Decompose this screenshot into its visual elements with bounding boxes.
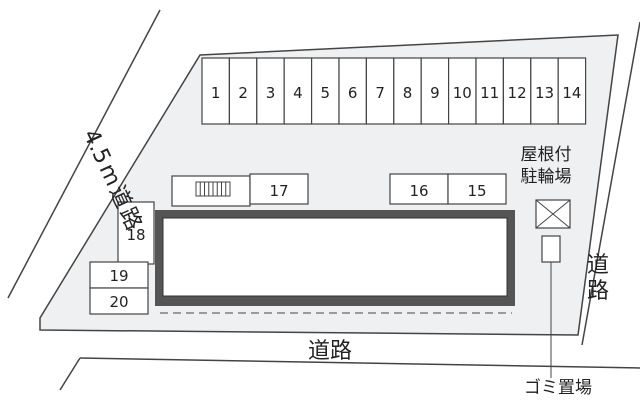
road-label-right-2: 路 xyxy=(587,279,609,304)
space-label-11: 11 xyxy=(480,84,499,102)
parking-space-14 xyxy=(557,57,587,125)
parking-space-12 xyxy=(502,57,532,125)
space-label-20: 20 xyxy=(109,293,128,311)
parking-space-19 xyxy=(89,261,149,289)
bottom-road-edge-left xyxy=(59,357,81,391)
parking-space-10 xyxy=(448,57,477,125)
space-label-4: 4 xyxy=(293,84,303,102)
bicycle-parking-cross-2 xyxy=(535,199,571,229)
parking-space-11 xyxy=(475,57,504,125)
space-label-15: 15 xyxy=(467,182,486,200)
space-label-3: 3 xyxy=(266,84,276,102)
garbage-box xyxy=(541,235,561,263)
parking-space-20 xyxy=(89,287,149,315)
parking-space-7 xyxy=(365,57,395,125)
garbage-label: ゴミ置場 xyxy=(524,377,592,398)
space-label-7: 7 xyxy=(375,84,385,102)
parking-space-17 xyxy=(249,173,309,205)
road-label-bottom: 道路 xyxy=(308,339,352,364)
space-label-10: 10 xyxy=(453,84,472,102)
space-label-14: 14 xyxy=(562,84,581,102)
space-label-8: 8 xyxy=(403,84,413,102)
bottom-road-edge xyxy=(79,357,640,369)
parking-space-3 xyxy=(256,57,285,125)
space-label-2: 2 xyxy=(238,84,248,102)
road-label-right-1: 道 xyxy=(587,253,609,278)
bicycle-parking-label-1: 屋根付 xyxy=(521,145,572,165)
building-inner xyxy=(162,217,508,297)
space-label-6: 6 xyxy=(348,84,358,102)
space-label-13: 13 xyxy=(535,84,554,102)
parking-space-18 xyxy=(117,201,155,265)
right-road-edge xyxy=(581,21,640,346)
parking-space-5 xyxy=(311,57,340,125)
space-label-5: 5 xyxy=(321,84,331,102)
space-label-1: 1 xyxy=(211,84,221,102)
parking-space-1 xyxy=(201,57,230,125)
space-label-19: 19 xyxy=(109,267,128,285)
space-label-18: 18 xyxy=(126,226,145,244)
space-label-9: 9 xyxy=(430,84,440,102)
space-label-12: 12 xyxy=(508,84,527,102)
parking-space-15 xyxy=(447,173,507,205)
left-road-edge-outer xyxy=(7,9,161,299)
space-label-17: 17 xyxy=(269,182,288,200)
stairs-icon xyxy=(195,181,231,197)
bicycle-parking-label-2: 駐輪場 xyxy=(521,167,572,187)
parking-space-4 xyxy=(283,57,313,125)
road-left-width: 4.5 xyxy=(78,126,115,168)
space-label-16: 16 xyxy=(409,182,428,200)
parking-space-6 xyxy=(338,57,367,125)
parking-space-8 xyxy=(393,57,422,125)
